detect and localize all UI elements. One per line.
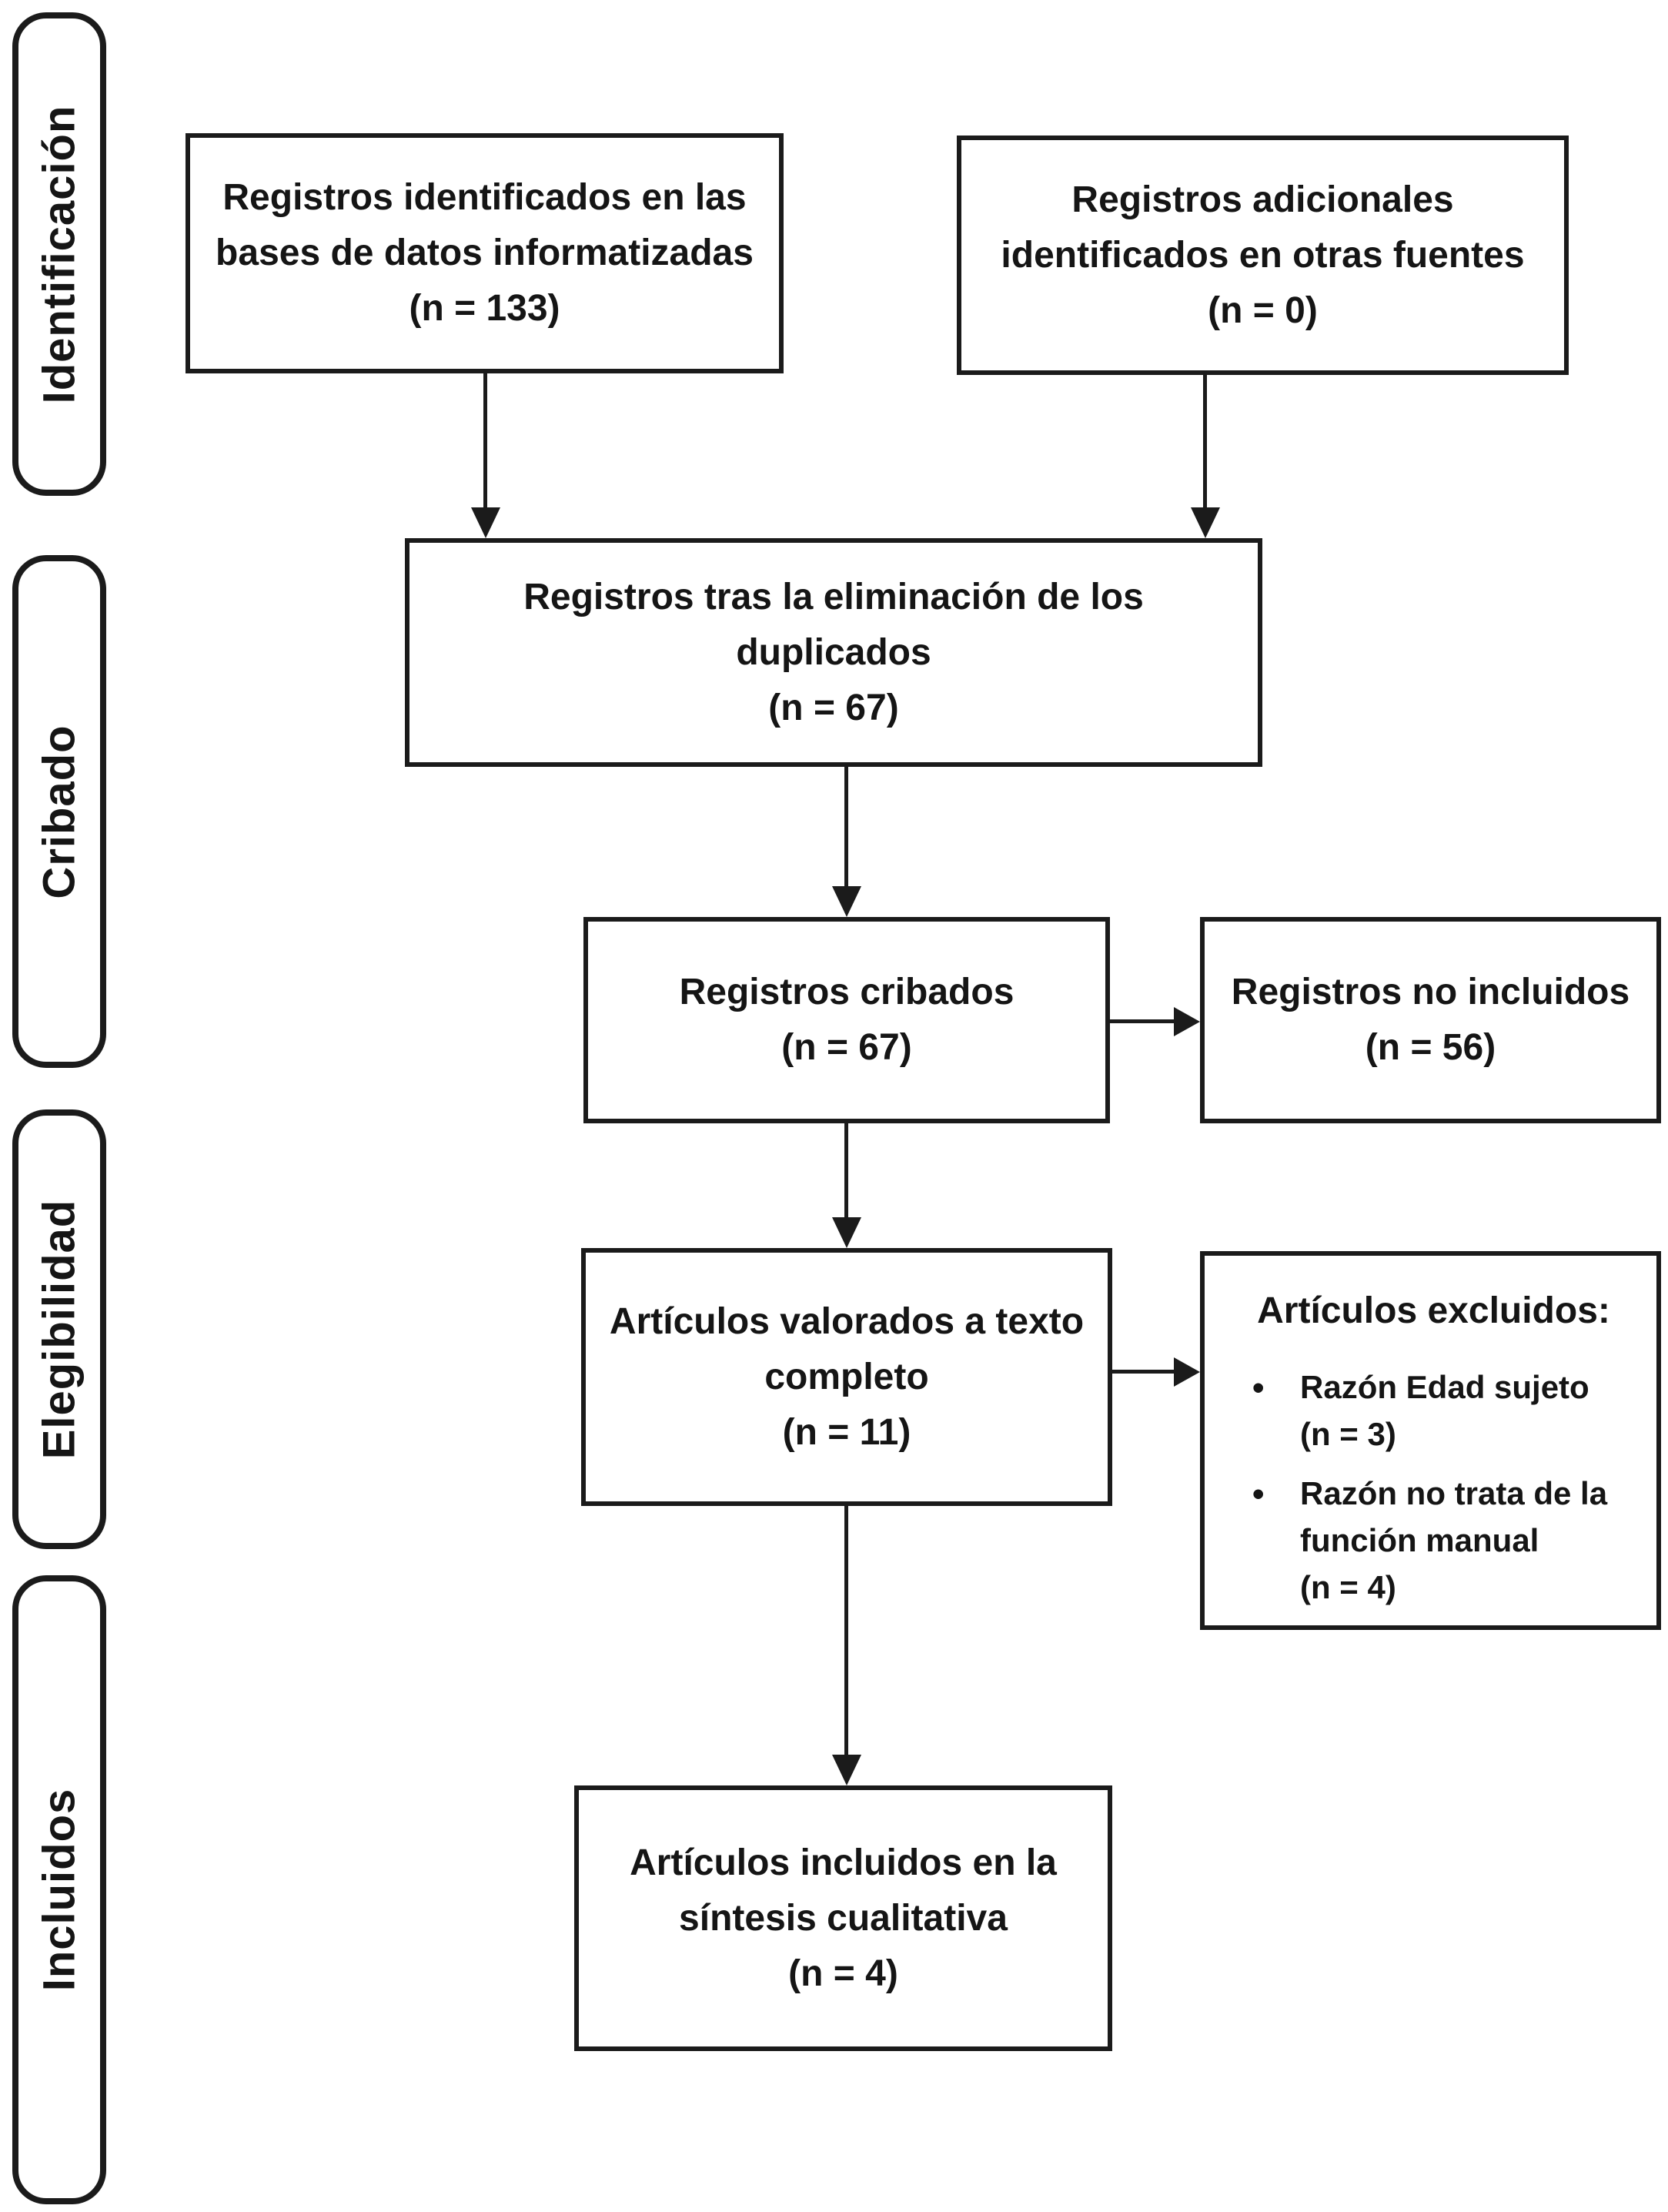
arrowhead-down-icon <box>832 1217 861 1248</box>
stage-label-incluidos: Incluidos <box>34 1788 85 1992</box>
box-records-not-included: Registros no incluidos (n = 56) <box>1200 917 1661 1123</box>
stage-label-identificacion: Identificación <box>34 105 85 403</box>
stage-rail-identificacion: Identificación <box>12 12 106 496</box>
arrowhead-right-icon <box>1174 1357 1200 1387</box>
arrowhead-down-icon <box>832 1755 861 1785</box>
box-additional-records-other-sources: Registros adicionales identificados en o… <box>957 136 1569 375</box>
box-records-after-duplicates-removed: Registros tras la eliminación de los dup… <box>405 538 1262 767</box>
box-articles-included-qualitative-synthesis-text: Artículos incluidos en la síntesis cuali… <box>630 1842 1057 1994</box>
box-records-screened-text: Registros cribados (n = 67) <box>679 972 1015 1068</box>
arrowhead-down-icon <box>471 507 500 538</box>
box-additional-records-other-sources-text: Registros adicionales identificados en o… <box>1001 179 1525 331</box>
connector-screened-to-fulltext <box>844 1123 848 1220</box>
stage-label-cribado: Cribado <box>34 724 85 899</box>
box-fulltext-articles-assessed-text: Artículos valorados a texto completo (n … <box>609 1300 1085 1453</box>
arrowhead-down-icon <box>832 886 861 917</box>
list-item: • Razón no trata de la función manual (n… <box>1252 1471 1636 1611</box>
box-articles-included-qualitative-synthesis: Artículos incluidos en la síntesis cuali… <box>574 1785 1112 2051</box>
box-records-after-duplicates-removed-text: Registros tras la eliminación de los dup… <box>523 576 1144 728</box>
connector-other-sources-to-dedup <box>1203 375 1207 510</box>
excluded-reason-not-manual-function: Razón no trata de la función manual (n =… <box>1300 1474 1608 1605</box>
stage-rail-incluidos: Incluidos <box>12 1575 106 2204</box>
box-records-screened: Registros cribados (n = 67) <box>583 917 1110 1123</box>
connector-fulltext-to-included <box>844 1506 848 1758</box>
box-articles-excluded: Artículos excluidos: • Razón Edad sujeto… <box>1200 1251 1661 1630</box>
box-fulltext-articles-assessed: Artículos valorados a texto completo (n … <box>581 1248 1112 1506</box>
bullet-icon: • <box>1252 1369 1265 1407</box>
arrowhead-right-icon <box>1174 1007 1200 1036</box>
list-item: • Razón Edad sujeto (n = 3) <box>1252 1364 1636 1458</box>
stage-rail-elegibilidad: Elegibilidad <box>12 1109 106 1549</box>
connector-dedup-to-screened <box>844 767 848 889</box>
excluded-reason-age: Razón Edad sujeto (n = 3) <box>1300 1369 1589 1452</box>
box-records-not-included-text: Registros no incluidos (n = 56) <box>1231 972 1630 1068</box>
articles-excluded-heading: Artículos excluidos: <box>1257 1290 1610 1331</box>
box-records-identified-databases: Registros identificados en las bases de … <box>186 133 784 373</box>
articles-excluded-list: • Razón Edad sujeto (n = 3) • Razón no t… <box>1252 1364 1636 1611</box>
stage-rail-cribado: Cribado <box>12 555 106 1068</box>
box-records-identified-databases-text: Registros identificados en las bases de … <box>216 177 754 329</box>
connector-identified-to-dedup <box>483 373 487 510</box>
connector-fulltext-to-excluded <box>1112 1370 1177 1374</box>
arrowhead-down-icon <box>1191 507 1220 538</box>
stage-label-elegibilidad: Elegibilidad <box>34 1199 85 1460</box>
bullet-icon: • <box>1252 1474 1265 1513</box>
connector-screened-to-not-included <box>1110 1019 1177 1023</box>
